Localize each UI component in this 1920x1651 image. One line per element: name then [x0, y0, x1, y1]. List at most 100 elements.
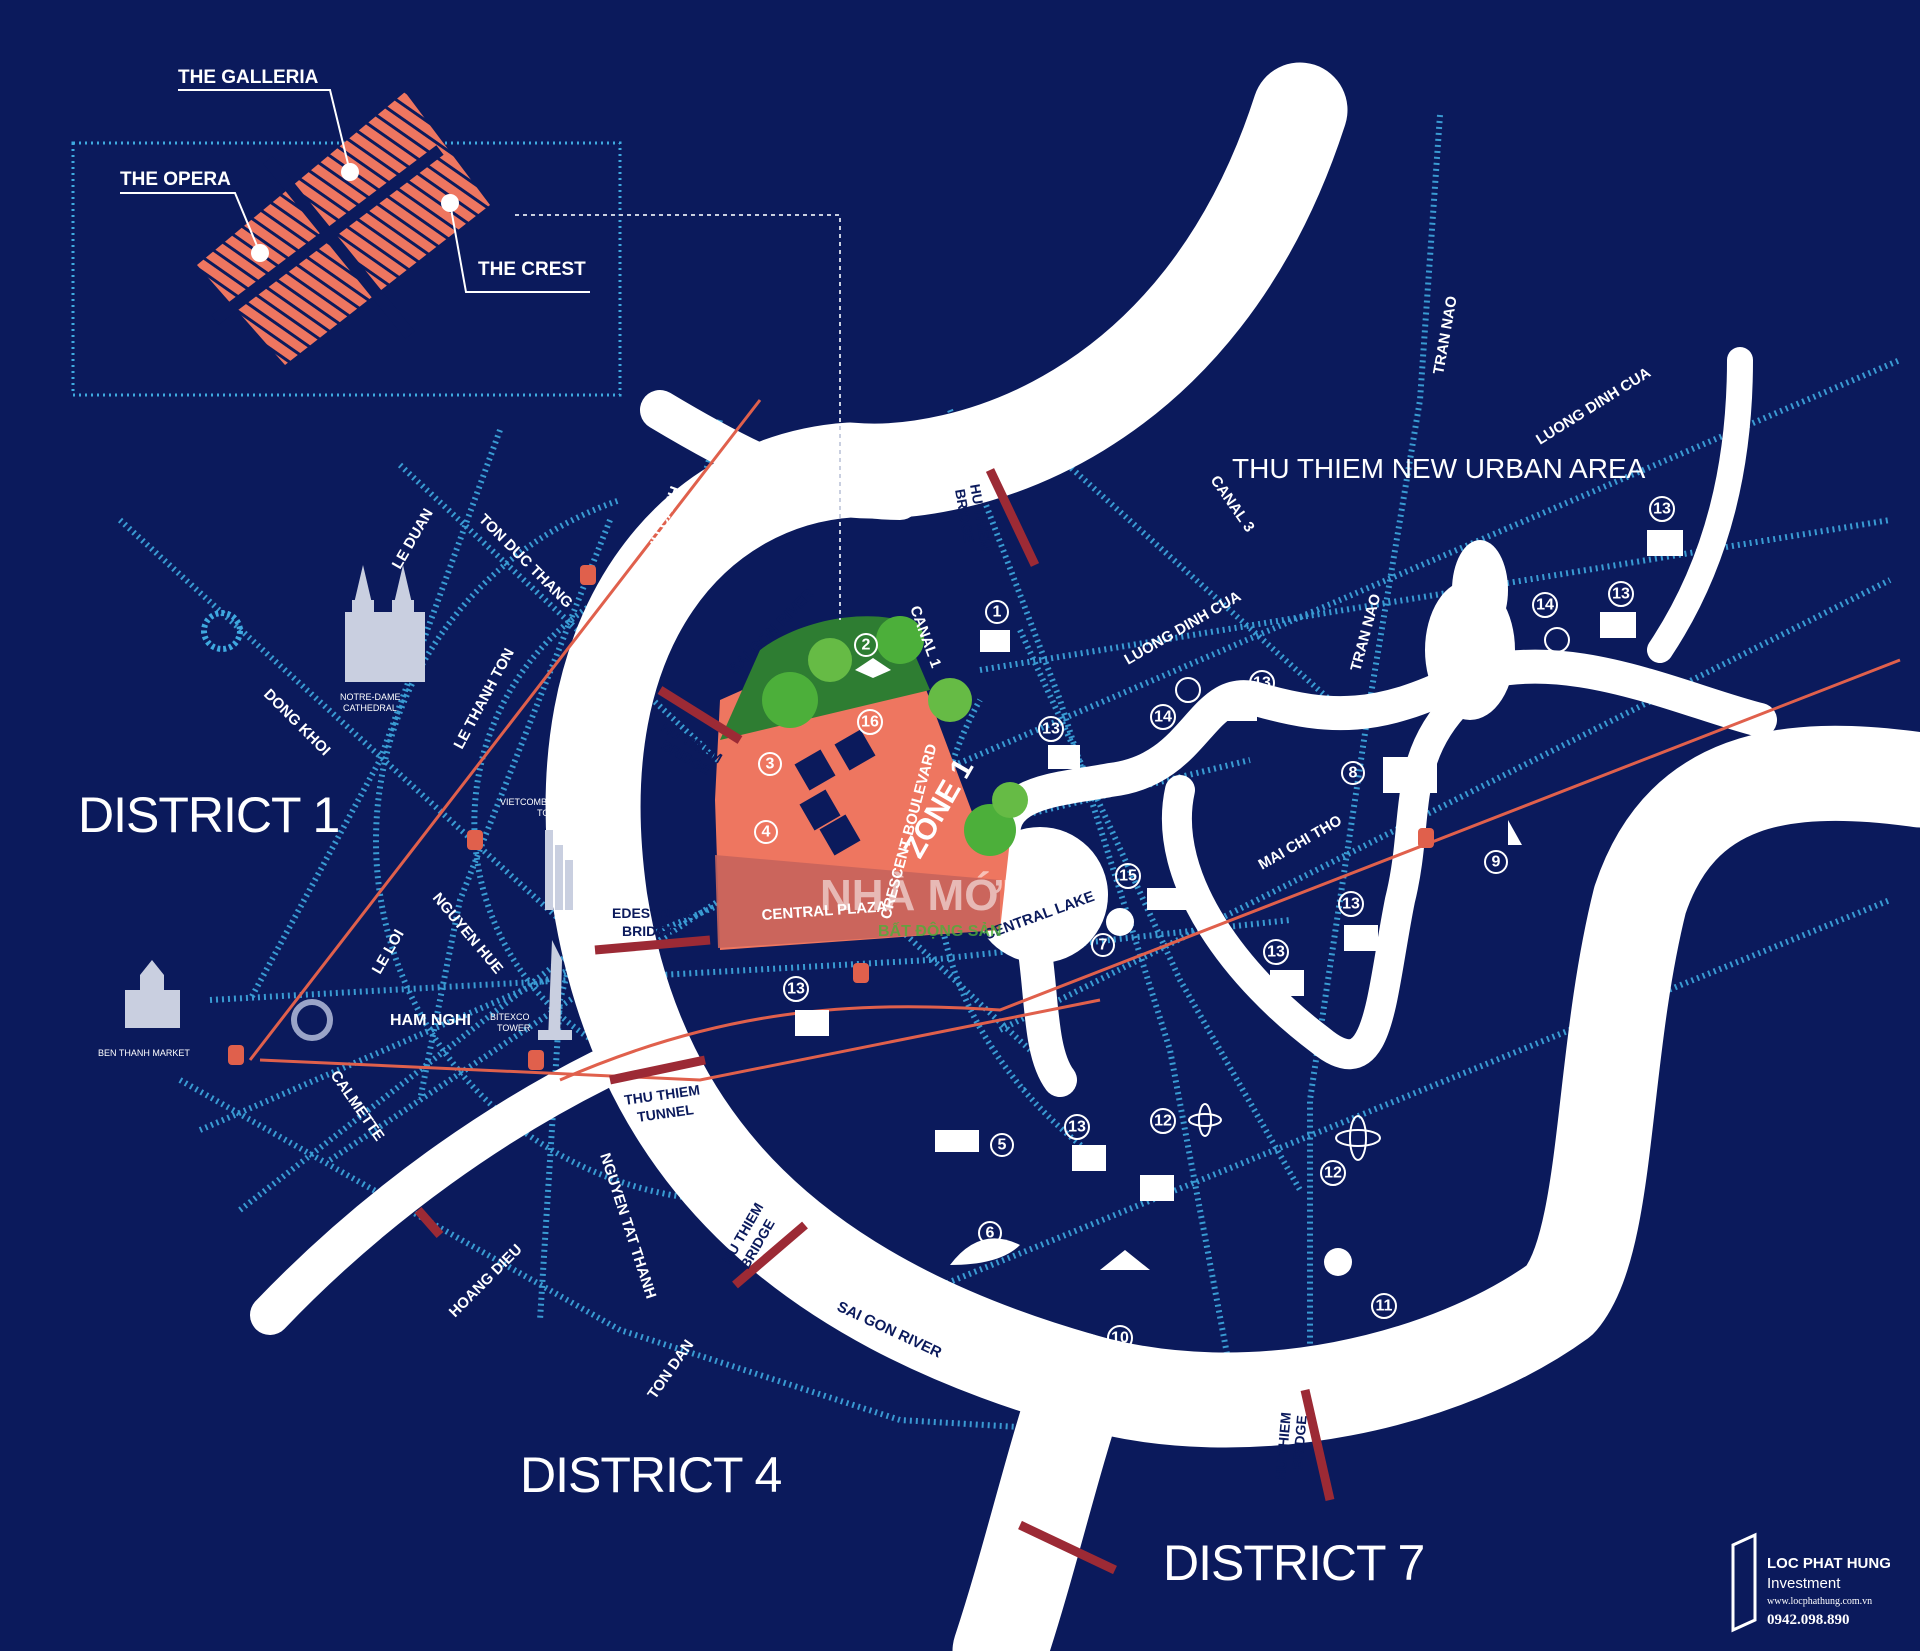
- brand-logo-icon: [1731, 1532, 1757, 1633]
- svg-text:13: 13: [1042, 721, 1060, 738]
- building-block: [834, 729, 876, 771]
- poi-marker-3: 3: [758, 752, 782, 776]
- district-7-label: DISTRICT 7: [1163, 1535, 1424, 1591]
- school-icon: [1225, 697, 1257, 721]
- svg-text:14: 14: [1536, 597, 1554, 614]
- school-icon: [1600, 612, 1636, 638]
- poi-marker-13: 13: [1263, 939, 1289, 965]
- arena-icon: [950, 1238, 1020, 1265]
- science-icons: [1175, 627, 1570, 1161]
- svg-text:12: 12: [1324, 1165, 1342, 1182]
- pedestrian-bridge-line2: BRIDGE: [622, 923, 676, 939]
- svg-text:11: 11: [1376, 1298, 1393, 1315]
- svg-text:7: 7: [1099, 937, 1108, 954]
- school-icon: [1140, 1175, 1174, 1201]
- svg-text:13: 13: [1612, 586, 1630, 603]
- district-4-label: DISTRICT 4: [520, 1447, 782, 1503]
- bridge-bar: [609, 1055, 706, 1085]
- metro-icon: [1418, 828, 1434, 848]
- poi-marker-7: 7: [1091, 933, 1115, 957]
- park-tree: [992, 782, 1028, 818]
- sun-wave-icon: [1324, 1248, 1352, 1276]
- building-block: [794, 749, 836, 791]
- svg-text:4: 4: [762, 824, 771, 841]
- poi-marker-12: 12: [1320, 1160, 1346, 1186]
- atom-icon: [1198, 1103, 1212, 1137]
- svg-text:13: 13: [1342, 896, 1360, 913]
- school-icon: [1072, 1145, 1106, 1171]
- bridge-bar: [1300, 1389, 1335, 1501]
- globe-icon: [1106, 908, 1134, 936]
- poi-marker-10: 10: [1107, 1325, 1133, 1351]
- poi-marker-9: 9: [1484, 850, 1508, 874]
- inset-leader-line: [515, 214, 841, 620]
- molecule-icon: [1544, 627, 1570, 653]
- svg-text:2: 2: [862, 637, 871, 654]
- poi-marker-14: 14: [1150, 704, 1176, 730]
- the-galleria-label: THE GALLERIA: [178, 67, 319, 88]
- svg-text:5: 5: [998, 1137, 1007, 1154]
- hospital-icon: [1383, 757, 1437, 793]
- park-tree: [928, 678, 972, 722]
- park-tree: [808, 638, 852, 682]
- bridge-bar: [657, 686, 743, 744]
- school-icon: [1647, 530, 1683, 556]
- svg-text:6: 6: [986, 1225, 995, 1242]
- metro-line: [248, 399, 1901, 1082]
- government-building-icon: [1147, 888, 1199, 910]
- sailboat-icon: [1508, 820, 1522, 845]
- svg-text:14: 14: [1154, 709, 1172, 726]
- poi-marker-14: 14: [1532, 592, 1558, 618]
- poi-marker-16: 16: [857, 709, 883, 735]
- poi-marker-2: 2: [854, 633, 878, 657]
- pedestrian-bridge-line1: EDESTRIAN: [612, 905, 693, 921]
- bridge-bar: [414, 1207, 444, 1238]
- watermark-text: NHÀ MỚI: [820, 870, 1014, 920]
- atom-icon: [1188, 1113, 1222, 1127]
- poi-marker-15: 15: [1115, 863, 1141, 889]
- notre-dame-label-1: NOTRE-DAME: [340, 692, 401, 702]
- metro-station-icons: [228, 565, 1434, 1070]
- the-opera-label: THE OPERA: [120, 169, 231, 190]
- bridge-bars: [414, 468, 1335, 1575]
- the-crest-label: THE CREST: [478, 259, 586, 280]
- poi-marker-11: 11: [1371, 1293, 1397, 1319]
- convention-center-icon: [935, 1130, 979, 1152]
- lotus-icon: [855, 658, 891, 678]
- building-block: [799, 789, 841, 831]
- brand-phone: 0942.098.890: [1767, 1612, 1850, 1628]
- district-1-label: DISTRICT 1: [78, 787, 339, 843]
- svg-text:16: 16: [861, 714, 879, 731]
- svg-text:1: 1: [993, 604, 1002, 621]
- svg-text:13: 13: [1068, 1119, 1086, 1136]
- park-tree: [964, 804, 1016, 856]
- bitexco-label-1: BITEXCO: [490, 1012, 530, 1022]
- poi-marker-13: 13: [1064, 1114, 1090, 1140]
- svg-text:13: 13: [1653, 501, 1671, 518]
- svg-text:13: 13: [1253, 675, 1271, 692]
- svg-text:15: 15: [1119, 868, 1137, 885]
- notre-dame-cathedral-icon: [345, 565, 425, 682]
- ben-thanh-market-label: BEN THANH MARKET: [98, 1048, 190, 1058]
- svg-text:12: 12: [1154, 1113, 1172, 1130]
- poi-marker-13: 13: [1338, 891, 1364, 917]
- metro-icon: [228, 1045, 244, 1065]
- school-icon: [795, 1010, 829, 1036]
- vietcombank-label-2: TOWER: [537, 808, 571, 818]
- brand-name: LOC PHAT HUNG: [1767, 1555, 1891, 1572]
- bitexco-label-2: TOWER: [497, 1023, 531, 1033]
- poi-markers: 1 2 3 4 5 6 7 8 9 10 11 12 12 13 13 13 1…: [754, 496, 1675, 1351]
- inset-detail-box: THE GALLERIA THE OPERA THE CREST: [71, 67, 841, 620]
- notre-dame-label-2: CATHEDRAL: [343, 703, 397, 713]
- metro-icon: [853, 963, 869, 983]
- poi-marker-1: 1: [985, 600, 1009, 624]
- bridge-bar: [1018, 1520, 1117, 1575]
- school-icon: [1344, 925, 1378, 951]
- poi-marker-13: 13: [1038, 716, 1064, 742]
- atom-icon: [1335, 1129, 1381, 1147]
- bridge-bar: [985, 468, 1040, 567]
- poi-marker-13: 13: [1608, 581, 1634, 607]
- ben-thanh-market-icon: [125, 960, 180, 1028]
- vietcombank-label-1: VIETCOMBANK: [500, 797, 566, 807]
